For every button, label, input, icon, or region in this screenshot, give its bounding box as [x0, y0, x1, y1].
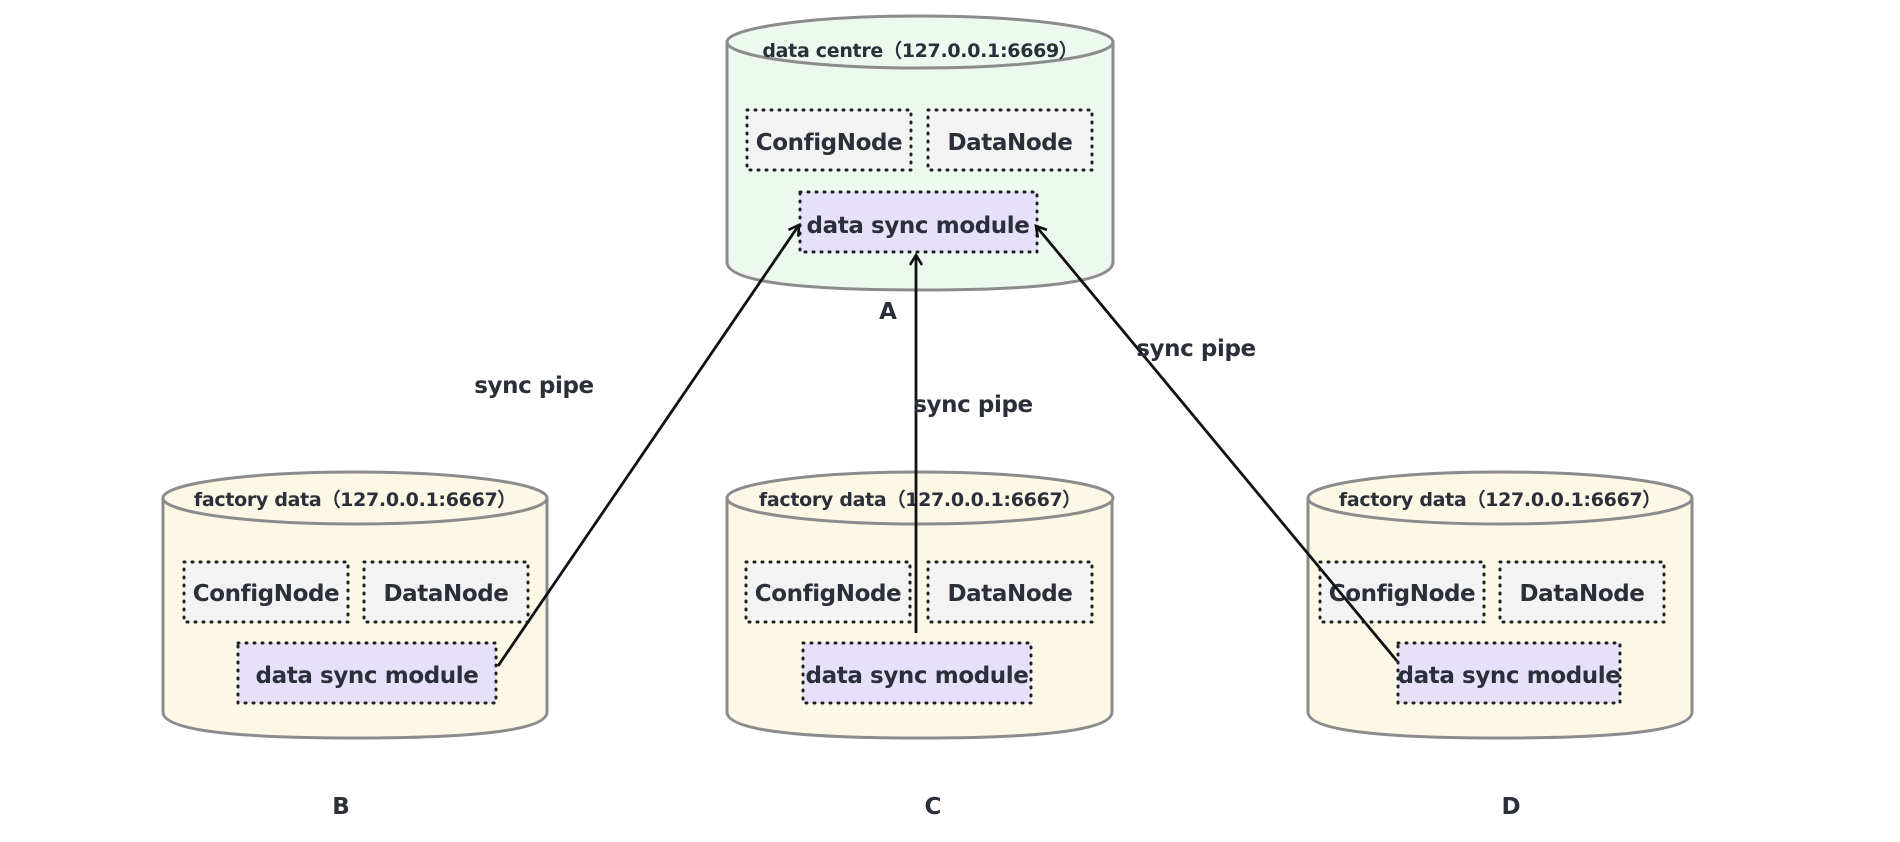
edge-d-to-a: sync pipe [1036, 226, 1399, 662]
sync-module-box: data sync module [236, 641, 498, 705]
sync-pipe-arrow [1036, 226, 1399, 662]
cylinder-top [1306, 470, 1694, 526]
cylinder-top [161, 470, 549, 526]
server-title: factory data（127.0.0.1:6667） [1339, 488, 1661, 511]
server-c: factory data（127.0.0.1:6667） ConfigNode … [725, 470, 1115, 820]
config-node-label: ConfigNode [756, 130, 903, 156]
sync-pipe-label: sync pipe [1136, 336, 1256, 362]
sync-module-box: data sync module [798, 190, 1039, 254]
config-node-box: ConfigNode [744, 560, 912, 624]
sync-module-label: data sync module [256, 663, 479, 689]
server-label-a: A [879, 299, 897, 325]
server-b: factory data（127.0.0.1:6667） ConfigNode … [161, 470, 549, 820]
data-node-label: DataNode [1519, 581, 1644, 607]
sync-module-label: data sync module [807, 213, 1030, 239]
data-node-box: DataNode [926, 108, 1094, 172]
cylinder-top [725, 470, 1115, 526]
server-d: factory data（127.0.0.1:6667） ConfigNode … [1306, 470, 1694, 820]
config-node-label: ConfigNode [1329, 581, 1476, 607]
sync-pipe-label: sync pipe [474, 373, 594, 399]
server-title: factory data（127.0.0.1:6667） [194, 488, 516, 511]
sync-module-box: data sync module [1396, 641, 1622, 705]
data-node-label: DataNode [947, 581, 1072, 607]
sync-pipe-label: sync pipe [913, 392, 1033, 418]
data-node-box: DataNode [1498, 560, 1666, 624]
config-node-box: ConfigNode [182, 560, 350, 624]
server-label-d: D [1501, 794, 1520, 820]
config-node-box: ConfigNode [745, 108, 913, 172]
data-node-box: DataNode [926, 560, 1094, 624]
server-a: data centre（127.0.0.1:6669） ConfigNode D… [725, 14, 1115, 325]
edge-b-to-a: sync pipe [474, 225, 799, 667]
data-node-box: DataNode [362, 560, 530, 624]
sync-module-box: data sync module [801, 641, 1033, 705]
server-title: factory data（127.0.0.1:6667） [759, 488, 1081, 511]
sync-pipe-arrow [496, 225, 799, 667]
data-node-label: DataNode [947, 130, 1072, 156]
sync-module-label: data sync module [806, 663, 1029, 689]
server-label-c: C [925, 794, 942, 820]
server-label-b: B [332, 794, 350, 820]
config-node-box: ConfigNode [1318, 560, 1486, 624]
server-title: data centre（127.0.0.1:6669） [762, 39, 1077, 62]
config-node-label: ConfigNode [193, 581, 340, 607]
cylinder-top [725, 14, 1115, 70]
data-node-label: DataNode [383, 581, 508, 607]
sync-module-label: data sync module [1398, 663, 1621, 689]
edge-c-to-a: sync pipe [913, 255, 1033, 633]
config-node-label: ConfigNode [755, 581, 902, 607]
